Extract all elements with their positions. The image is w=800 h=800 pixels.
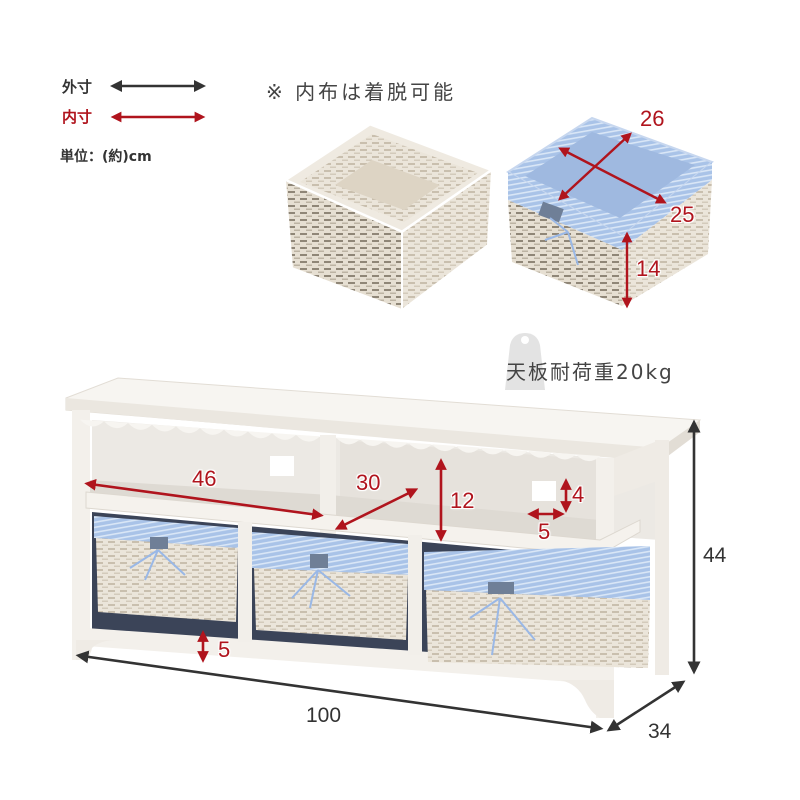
shelf-width-value: 46 <box>192 466 217 491</box>
shelf-width-arrow <box>84 478 324 521</box>
plain-wicker-basket <box>281 122 496 313</box>
outer-width-arrow <box>75 650 604 734</box>
drawer-basket-right <box>424 546 650 668</box>
shelf-depth-arrow <box>334 488 419 530</box>
unit-label: 単位：(約)cm <box>60 149 152 165</box>
outer-depth-arrow <box>606 680 686 732</box>
shelf-height-value: 12 <box>450 488 475 513</box>
cable-hole-width-value: 5 <box>538 519 551 544</box>
outer-width-value: 100 <box>306 704 342 727</box>
cable-hole-height-value: 4 <box>572 482 585 507</box>
basket-inner-height-value: 14 <box>636 256 661 281</box>
outer-height-value: 44 <box>703 544 727 567</box>
basket-inner-depth-value: 25 <box>670 202 695 227</box>
cable-hole-left <box>270 456 294 476</box>
outer-depth-value: 34 <box>648 720 672 743</box>
inner-dimension-label: 内寸 <box>62 108 93 126</box>
basket-inner-depth-arrow <box>558 147 667 204</box>
shelf-depth-value: 30 <box>356 470 381 495</box>
drawer-basket-middle <box>252 532 408 640</box>
drawer-basket-left <box>94 516 238 622</box>
removable-liner-note: ※ 内布は着脱可能 <box>266 80 457 104</box>
outer-dimension-label: 外寸 <box>62 78 93 96</box>
basket-inner-width-value: 26 <box>640 106 665 131</box>
floor-clearance-value: 5 <box>218 637 231 662</box>
load-capacity-text: 天板耐荷重20kg <box>506 360 674 384</box>
cable-hole-right <box>532 481 556 501</box>
weight-icon <box>505 333 545 390</box>
